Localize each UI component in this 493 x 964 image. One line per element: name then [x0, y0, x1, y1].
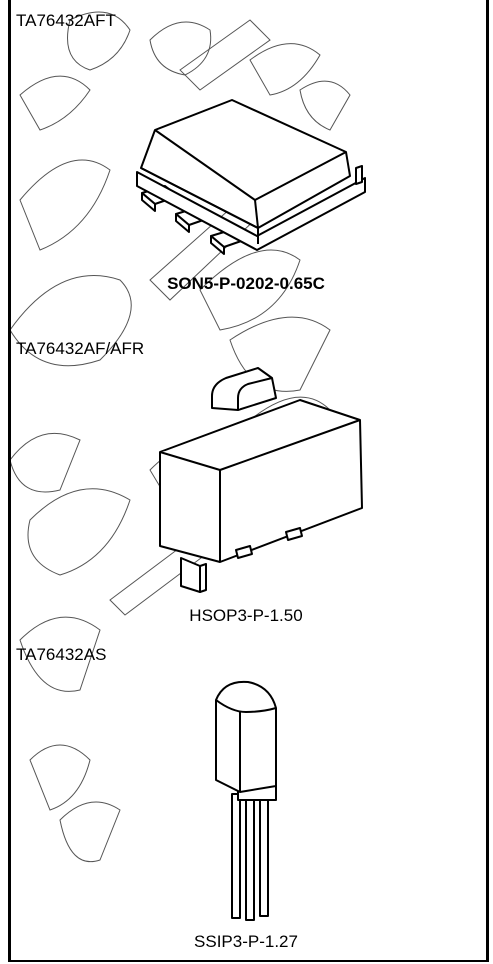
package-name-1: SON5-P-0202-0.65C — [167, 274, 325, 293]
package-name-3: SSIP3-P-1.27 — [194, 932, 298, 951]
package-name-2: HSOP3-P-1.50 — [189, 606, 303, 625]
page-frame — [8, 0, 489, 962]
part-number-1: TA76432AFT — [16, 11, 116, 30]
part-number-3: TA76432AS — [16, 645, 107, 664]
part-number-2: TA76432AF/AFR — [16, 339, 145, 358]
